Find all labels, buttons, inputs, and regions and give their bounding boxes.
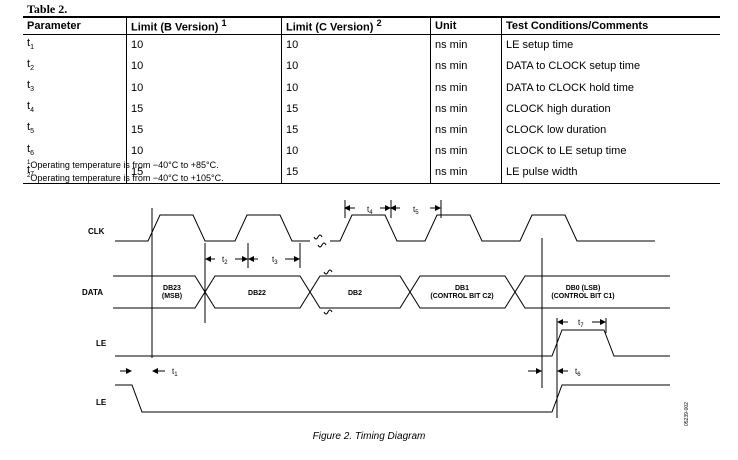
timing-parameters-table: Parameter Limit (B Version) 1 Limit (C V…	[23, 15, 720, 184]
label-t2: t2	[222, 255, 228, 266]
cell-comment: CLOCK to LE setup time	[501, 140, 720, 162]
figure-code: 05239-002	[684, 402, 690, 426]
cell-comment: LE pulse width	[501, 161, 720, 184]
cell-limit-b: 10	[126, 34, 282, 56]
cell-unit: ns min	[430, 140, 502, 162]
le2-waveform	[115, 384, 670, 413]
cell-comment: CLOCK high duration	[501, 98, 720, 120]
cell-comment: DATA to CLOCK setup time	[501, 55, 720, 78]
cell-limit-c: 15	[281, 119, 431, 141]
cell-limit-c: 10	[281, 55, 431, 78]
cell-limit-c: 15	[281, 161, 431, 184]
cell-limit-c: 10	[281, 140, 431, 162]
cell-limit-b: 15	[126, 98, 282, 120]
table-header-row: Parameter Limit (B Version) 1 Limit (C V…	[23, 15, 720, 35]
cell-limit-c: 10	[281, 77, 431, 99]
cell-unit: ns min	[430, 55, 502, 78]
bit-db0-control: (CONTROL BIT C1)	[551, 293, 614, 300]
label-t6: t6	[575, 367, 581, 378]
label-t1: t1	[172, 367, 178, 378]
cell-unit: ns min	[430, 161, 502, 184]
label-t5: t5	[413, 205, 419, 216]
cell-parameter: t3	[27, 79, 34, 94]
cell-limit-b: 15	[126, 119, 282, 141]
note-2: 2Operating temperature is from −40°C to …	[27, 173, 224, 183]
bit-db23-msb: (MSB)	[162, 293, 182, 300]
cell-parameter: t2	[27, 57, 34, 73]
cell-limit-b: 10	[126, 140, 282, 162]
header-limit-c: Limit (C Version) 2	[281, 15, 431, 35]
table-title: Table 2.	[27, 2, 68, 16]
cell-parameter: t7	[23, 161, 127, 184]
header-limit-b: Limit (B Version) 1	[126, 15, 282, 35]
bit-db2: DB2	[348, 290, 362, 297]
cell-limit-b: 10	[126, 55, 282, 78]
cell-parameter: t5	[27, 121, 34, 136]
bit-db0: DB0 (LSB)	[566, 285, 601, 292]
cell-comment: LE setup time	[501, 34, 720, 56]
cell-unit: ns min	[430, 34, 502, 56]
note-1: 1Operating temperature is from −40°C to …	[27, 160, 219, 170]
cell-limit-b: 15	[126, 161, 282, 184]
header-parameter: Parameter	[23, 15, 127, 35]
bit-db1: DB1	[455, 285, 469, 292]
cell-unit: ns min	[430, 119, 502, 141]
label-t7: t7	[578, 318, 584, 329]
clk-waveform	[115, 214, 310, 242]
label-t4: t4	[367, 205, 373, 216]
cell-parameter: t6	[27, 142, 34, 157]
data-bus	[113, 275, 670, 293]
signal-data: DATA	[82, 288, 103, 297]
cell-limit-b: 10	[126, 77, 282, 99]
signal-clk: CLK	[88, 227, 105, 236]
cell-comment: DATA to CLOCK hold time	[501, 77, 720, 99]
cell-unit: ns min	[430, 77, 502, 99]
header-unit: Unit	[430, 15, 502, 35]
label-t3: t3	[272, 255, 278, 266]
cell-parameter: t4	[27, 100, 34, 115]
bit-db1-control: (CONTROL BIT C2)	[430, 293, 493, 300]
bit-db23: DB23	[163, 285, 181, 292]
cell-parameter: t1	[27, 36, 34, 51]
signal-le-1: LE	[96, 339, 107, 348]
table-notes: 1Operating temperature is from −40°C to …	[27, 158, 224, 184]
cell-unit: ns min	[430, 98, 502, 120]
cell-limit-c: 10	[281, 34, 431, 56]
figure-caption: Figure 2. Timing Diagram	[312, 431, 426, 442]
cell-comment: CLOCK low duration	[501, 119, 720, 141]
cell-limit-c: 15	[281, 98, 431, 120]
timing-diagram: CLK DATA LE LE DB23 (MSB) DB22 DB2 DB1 (…	[82, 200, 690, 426]
bit-db22: DB22	[248, 290, 266, 297]
header-comments: Test Conditions/Comments	[501, 15, 720, 35]
signal-le-2: LE	[96, 398, 107, 407]
le1-waveform	[115, 329, 670, 357]
